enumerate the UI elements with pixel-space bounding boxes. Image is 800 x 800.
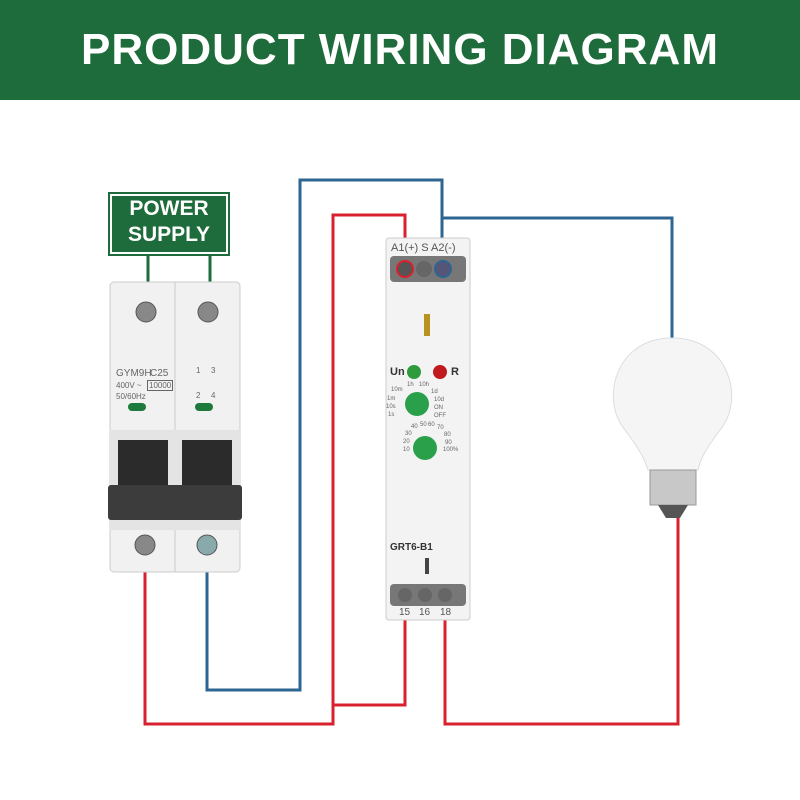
pct-20: 20 xyxy=(403,439,410,445)
relay-top-terminals: A1(+) S A2(-) xyxy=(391,242,456,254)
pct-40: 40 xyxy=(411,424,418,430)
pct-70: 70 xyxy=(437,425,444,431)
range-10d: 10d xyxy=(434,397,445,403)
range-1h: 1h xyxy=(407,382,414,388)
power-supply-line2: SUPPLY xyxy=(127,223,211,246)
pct-100: 100% xyxy=(443,447,459,453)
pct-10: 10 xyxy=(403,447,410,453)
live-wire-breaker-to-relay xyxy=(143,213,407,726)
range-10m: 10m xyxy=(391,387,403,393)
terminal-15: 15 xyxy=(399,607,411,618)
pct-80: 80 xyxy=(444,432,451,438)
pct-30: 30 xyxy=(405,431,412,437)
range-10s: 10s xyxy=(386,404,396,410)
range-10h: 10h xyxy=(419,382,430,388)
pct-90: 90 xyxy=(445,440,452,446)
led-r-label: R xyxy=(451,366,459,378)
circuit-breaker xyxy=(108,281,242,573)
breaker-voltage: 400V ~ xyxy=(116,381,142,390)
live-wire-to-terminal-15 xyxy=(333,595,407,707)
neutral-wire-relay-to-bulb xyxy=(442,216,674,340)
breaker-model: GYM9H xyxy=(116,368,152,379)
range-on: ON xyxy=(434,405,443,411)
breaker-rating: C25 xyxy=(150,368,169,379)
power-supply-line1: POWER xyxy=(129,197,209,220)
range-off: OFF xyxy=(434,413,446,419)
range-1d: 1d xyxy=(431,389,438,395)
pole-label-4: 4 xyxy=(211,391,216,400)
pole-label-3: 3 xyxy=(211,366,216,375)
neutral-wire-breaker-to-relay xyxy=(205,178,444,692)
breaker-capacity: 10000 xyxy=(147,380,174,391)
header-banner: PRODUCT WIRING DIAGRAM xyxy=(0,0,800,100)
relay-model: GRT6-B1 xyxy=(390,542,433,553)
terminal-16: 16 xyxy=(419,607,431,618)
pct-60: 60 xyxy=(428,422,435,428)
range-1m: 1m xyxy=(387,396,396,402)
breaker-frequency: 50/60Hz xyxy=(116,392,146,401)
pole-label-2: 2 xyxy=(196,391,201,400)
timer-relay xyxy=(385,237,471,621)
power-supply-label: POWER SUPPLY xyxy=(108,192,230,256)
pole-label-1: 1 xyxy=(196,366,201,375)
page-title: PRODUCT WIRING DIAGRAM xyxy=(81,25,719,74)
light-bulb xyxy=(612,337,733,518)
terminal-18: 18 xyxy=(440,607,452,618)
pct-50: 50 xyxy=(420,422,427,428)
range-1s: 1s xyxy=(388,412,395,418)
led-un-label: Un xyxy=(390,366,405,378)
live-wire-terminal-18-to-bulb xyxy=(443,515,680,726)
